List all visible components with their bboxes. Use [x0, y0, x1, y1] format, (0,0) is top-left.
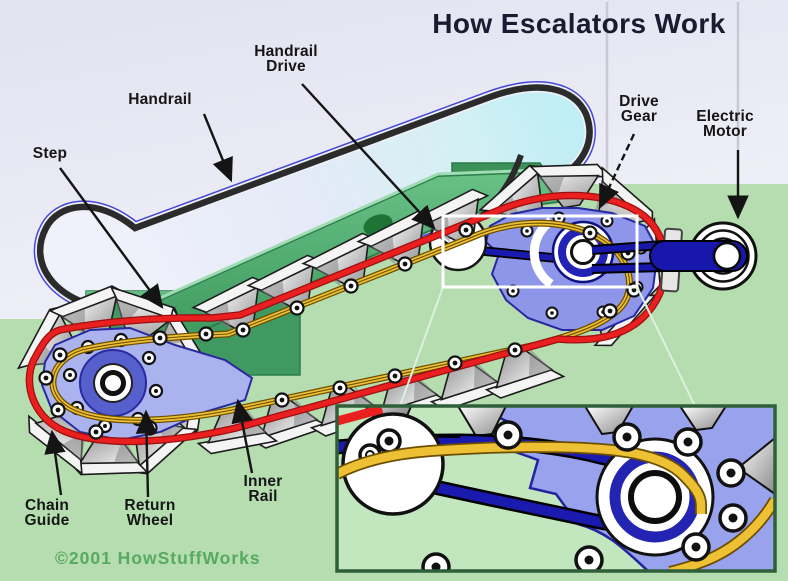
label-electric-motor: Electric Motor	[696, 108, 754, 140]
page-title: How Escalators Work	[432, 8, 726, 39]
callout-arrows	[44, 83, 749, 498]
step-chain-loop	[25, 191, 670, 446]
highlight-box	[399, 214, 696, 407]
inner-rail-loop	[49, 219, 633, 424]
label-return-wheel: Return Wheel	[124, 497, 176, 529]
label-chain-guide: Chain Guide	[24, 497, 70, 529]
label-handrail-drive: Handrail Drive	[254, 43, 318, 75]
inset-panel	[335, 404, 777, 573]
label-handrail: Handrail	[128, 91, 192, 108]
electric-motor	[591, 221, 758, 293]
copyright-text: ©2001 HowStuffWorks	[55, 548, 261, 568]
label-step: Step	[32, 145, 68, 162]
label-drive-gear: Drive Gear	[619, 93, 659, 125]
label-inner-rail: Inner Rail	[243, 473, 283, 505]
